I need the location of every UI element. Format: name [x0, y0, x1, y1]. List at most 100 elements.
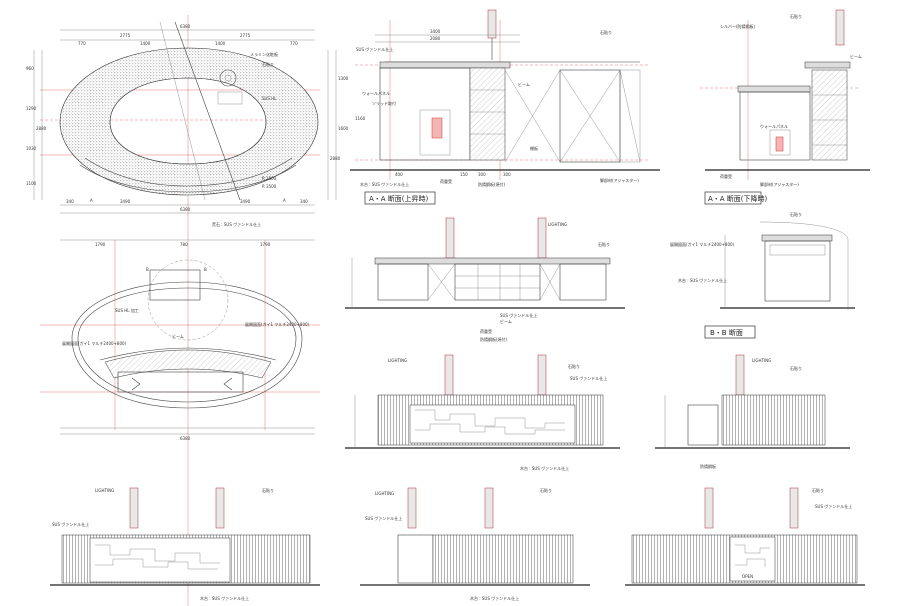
aa-callout-base: 木台 : SUS ヴァンドル仕上: [360, 181, 409, 187]
section-mark-a-right: A: [283, 198, 286, 203]
ebl-callout-sus: SUS ヴァンドル仕上: [52, 521, 89, 527]
dim-top-right-half: 2775: [240, 33, 251, 38]
bb-callout-panel: 展開図面(ガイ1 マルチ2400+800): [670, 241, 735, 247]
aa-callout-sus: SUS ヴァンドル仕上: [356, 46, 393, 52]
es-callout-steel: 防錆鋼板: [700, 463, 716, 469]
callout-base: 荒石 : SUS ヴァンドル仕上: [212, 221, 261, 227]
aad-callout-load: 荷重受: [720, 173, 732, 179]
ebl-callout-lighting: LIGHTING: [95, 488, 114, 493]
dim-bottom-edge-l: 340: [66, 199, 74, 204]
section-aa-up: A・A 断面(上昇時) 石貼り SUS ヴァンドル仕上 ウォールパネル ソリッド…: [350, 9, 660, 205]
dim-top-left-half: 2775: [120, 33, 131, 38]
aa-dim-6: 300: [503, 172, 511, 177]
dim-left-2: 1290: [26, 106, 37, 111]
dim-b-total: 6380: [180, 436, 191, 441]
em-callout-load: 荷重受: [480, 328, 492, 334]
callout-r2500: R 2500: [262, 176, 277, 181]
bb-callout-stone: 石貼り: [790, 211, 802, 217]
aa-dim-3: 400: [395, 172, 403, 177]
dim-right-2: 1600: [338, 126, 349, 131]
callout-stone: 石貼り: [262, 61, 274, 67]
callout-r3500: R 3500: [262, 184, 277, 189]
callout-panel-r: 展開図面(ガイ1 マルチ2400+800): [245, 321, 310, 327]
aa-dim-5: 150: [460, 172, 468, 177]
callout-panel-l: 展開図面(ガイ1 マルチ2400+800): [62, 340, 127, 346]
dim-b-2: 780: [180, 242, 188, 247]
bb-callout-base: 木台 : SUS ヴァンドル仕上: [678, 277, 727, 283]
aa-callout-mount: ソリッド取付: [372, 100, 396, 106]
elevation-bottom-right: 石貼り SUS ヴァンドル仕上 OPEN: [625, 487, 865, 586]
aad-callout-wall: ウォールパネル: [760, 123, 788, 129]
dim-bottom-left: 3490: [120, 199, 131, 204]
aa-dim-4: 300: [478, 172, 486, 177]
es-callout-lighting: LIGHTING: [752, 358, 771, 363]
dim-top-seg-3: 1400: [215, 41, 226, 46]
aa-callout-beam: ビーム: [518, 81, 530, 87]
em-callout-stone: 石貼り: [598, 241, 610, 247]
aa-callout-load: 荷重受: [440, 178, 452, 184]
dim-top-seg-1: 770: [78, 41, 86, 46]
callout-sus: SUS HL: [262, 96, 277, 101]
dim-left-4: 1030: [26, 146, 37, 151]
ebm-callout-sus: SUS ヴァンドル仕上: [365, 515, 402, 521]
callout-beam: ビーム: [172, 333, 184, 339]
dim-left-5: 1100: [26, 181, 37, 186]
aad-callout-stone: 石貼り: [790, 13, 802, 19]
dim-left-1: 960: [26, 66, 34, 71]
elevation-bottom-left: LIGHTING 石貼り SUS ヴァンドル仕上 木台 : SUS ヴァンドル仕…: [50, 487, 320, 601]
ebr-callout-open: OPEN: [742, 574, 753, 579]
ebm-callout-stone: 石貼り: [540, 487, 552, 493]
dim-bottom-right: 3490: [240, 199, 251, 204]
ef-callout-lighting: LIGHTING: [388, 358, 407, 363]
aad-callout-silver: シルバー(防錆鋼板): [720, 23, 756, 29]
ebl-callout-base: 木台 : SUS ヴァンドル仕上: [200, 595, 249, 601]
em-callout-sus: SUS ヴァンドル仕上: [500, 312, 537, 318]
ef-callout-stone: 石貼り: [568, 363, 580, 369]
em-callout-beam: ビーム: [500, 318, 512, 324]
elevation-front: LIGHTING 石貼り SUS ヴァンドル仕上 木台 : SUS ヴァンドル仕…: [345, 354, 620, 471]
plan-top: A A 6380 2775 2775 770 1400 1400 770 638…: [26, 15, 349, 606]
dim-right-3: 2880: [330, 156, 341, 161]
aa-callout-wall: ウォールパネル: [362, 90, 390, 96]
ef-callout-base: 木台 : SUS ヴァンドル仕上: [520, 465, 569, 471]
aa-dim-2: 2080: [430, 36, 441, 41]
ebr-callout-stone: 石貼り: [812, 487, 824, 493]
aa-dim-7: 1160: [355, 116, 366, 121]
section-mark-b-right: B: [204, 267, 207, 272]
em-callout-steel: 防錆鋼板(焼付): [480, 336, 508, 342]
aad-callout-adjuster: 脚部材(アジャスター): [760, 181, 799, 187]
plan-bottom: SUS HL 加工 ビーム 展開図面(ガイ1 マルチ2400+800) 展開図面…: [40, 239, 320, 441]
ebm-callout-lighting: LIGHTING: [375, 491, 394, 496]
callout-sus-hl: SUS HL 加工: [115, 307, 139, 313]
ebr-callout-sus: SUS ヴァンドル仕上: [815, 503, 852, 509]
aa-callout-steel: 防錆鋼板(焼付): [478, 181, 506, 187]
aa-callout-stone: 石貼り: [600, 29, 612, 35]
dim-top-seg-2: 1400: [140, 41, 151, 46]
dim-right-1: 1300: [338, 76, 349, 81]
ebl-callout-stone: 石貼り: [262, 487, 274, 493]
ebm-callout-base: 木台 : SUS ヴァンドル仕上: [470, 595, 519, 601]
dim-bottom-total: 6380: [180, 207, 191, 212]
aad-callout-beam: ビーム: [850, 53, 862, 59]
section-bb: B・B 断面 石貼り 木台 : SUS ヴァンドル仕上 展開図面(ガイ1 マルチ…: [670, 211, 855, 339]
title-section-aa-up: A・A 断面(上昇時): [369, 194, 429, 203]
es-callout-stone: 石貼り: [790, 365, 802, 371]
dim-b-3: 1790: [260, 242, 271, 247]
section-mark-b-left: B: [146, 267, 149, 272]
ef-callout-sus: SUS ヴァンドル仕上: [570, 375, 607, 381]
em-callout-lighting: LIGHTING: [548, 222, 567, 227]
section-aa-down: A・A 断面(下降時) 石貼り シルバー(防錆鋼板) ウォールパネル ビーム 脚…: [700, 9, 870, 205]
elevation-middle: LIGHTING 石貼り ビーム SUS ヴァンドル仕上 荷重受 防錆鋼板(焼付…: [345, 217, 625, 342]
elevation-bottom-mid: LIGHTING 石貼り SUS ヴァンドル仕上 木台 : SUS ヴァンドル仕…: [360, 487, 590, 601]
dim-bottom-edge-r: 340: [300, 199, 308, 204]
dim-b-1: 1790: [95, 242, 106, 247]
section-mark-a-left: A: [90, 198, 93, 203]
dim-top-seg-4: 770: [290, 41, 298, 46]
title-section-aa-down: A・A 断面(下降時): [708, 194, 768, 203]
dim-top-total: 6380: [180, 24, 191, 29]
aa-callout-adjuster: 脚部材(アジャスター): [600, 177, 639, 183]
aa-callout-shelf: 棚板: [530, 145, 538, 151]
aa-dim-1: 3400: [430, 29, 441, 34]
elevation-side: LIGHTING 石貼り 防錆鋼板: [655, 354, 850, 469]
